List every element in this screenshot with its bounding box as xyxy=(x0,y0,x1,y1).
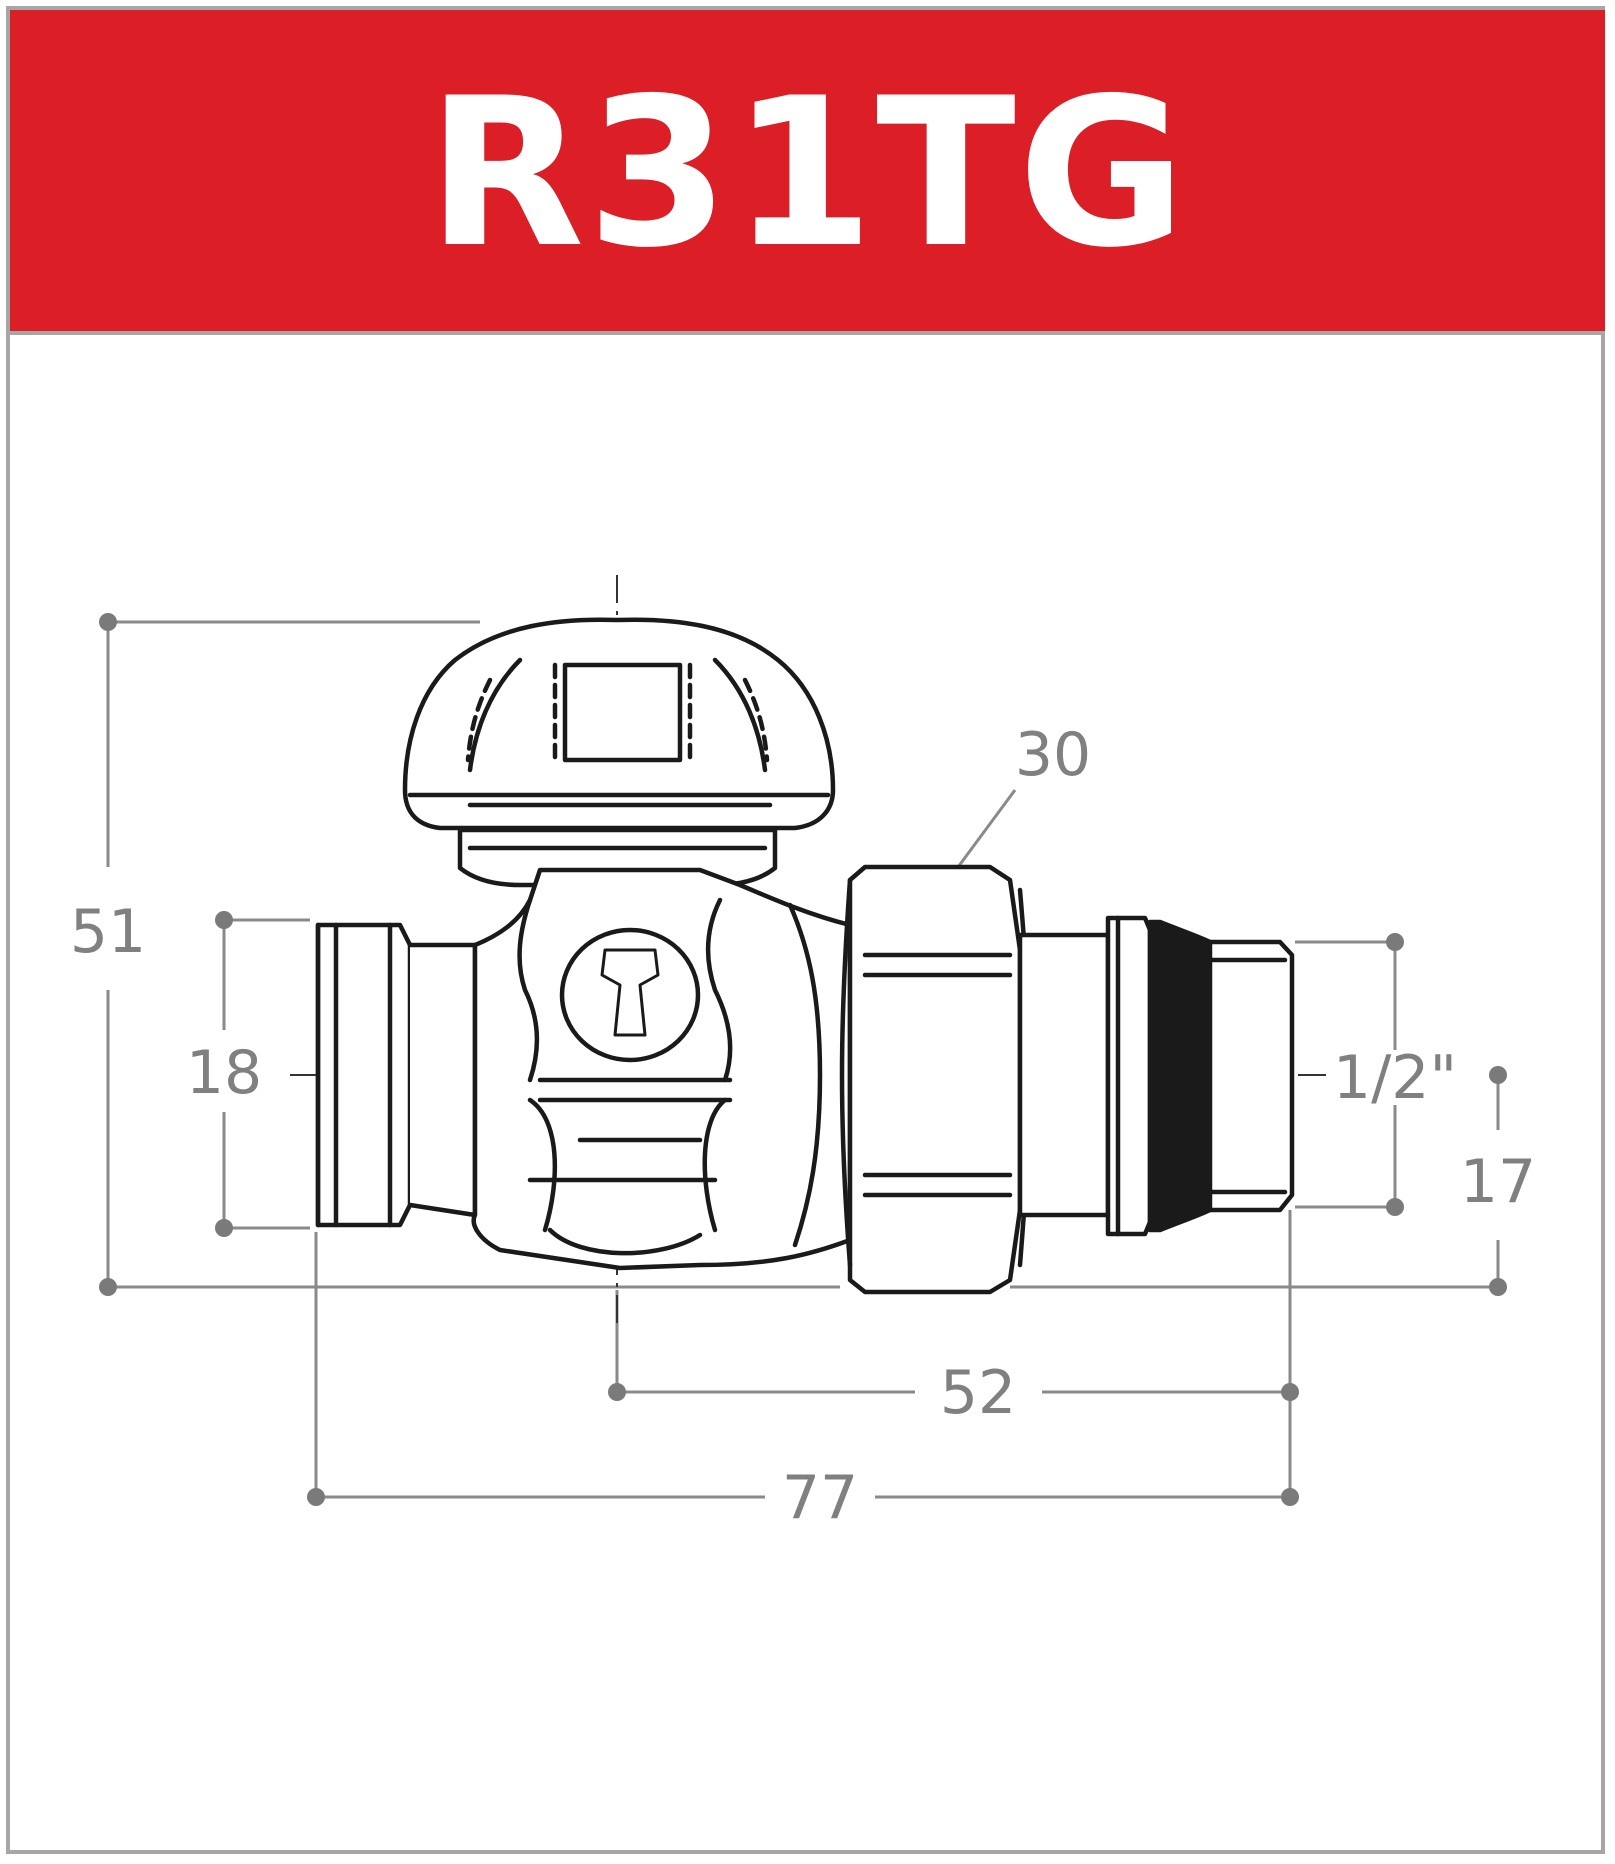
main-body xyxy=(471,867,853,1271)
logo-badge xyxy=(559,927,701,1063)
hex-nut xyxy=(847,864,1023,1295)
tail-sleeve xyxy=(1017,932,1111,1218)
dim-77-label: 77 xyxy=(782,1463,858,1533)
left-connector xyxy=(315,922,413,1228)
product-code: R31TG xyxy=(426,55,1189,293)
dim-17-label: 17 xyxy=(1460,1147,1536,1217)
dim-18-label: 18 xyxy=(186,1038,262,1108)
threaded-end xyxy=(1207,939,1295,1213)
dim-30-label: 30 xyxy=(1015,720,1091,790)
valve-body xyxy=(315,617,1295,1295)
dim-thread-label: 1/2" xyxy=(1333,1043,1457,1113)
title-banner: R31TG xyxy=(10,10,1605,335)
dimension-lines xyxy=(106,620,1500,1499)
dim-52-label: 52 xyxy=(940,1358,1016,1428)
dim-51-label: 51 xyxy=(70,897,146,967)
o-ring xyxy=(1147,919,1213,1233)
